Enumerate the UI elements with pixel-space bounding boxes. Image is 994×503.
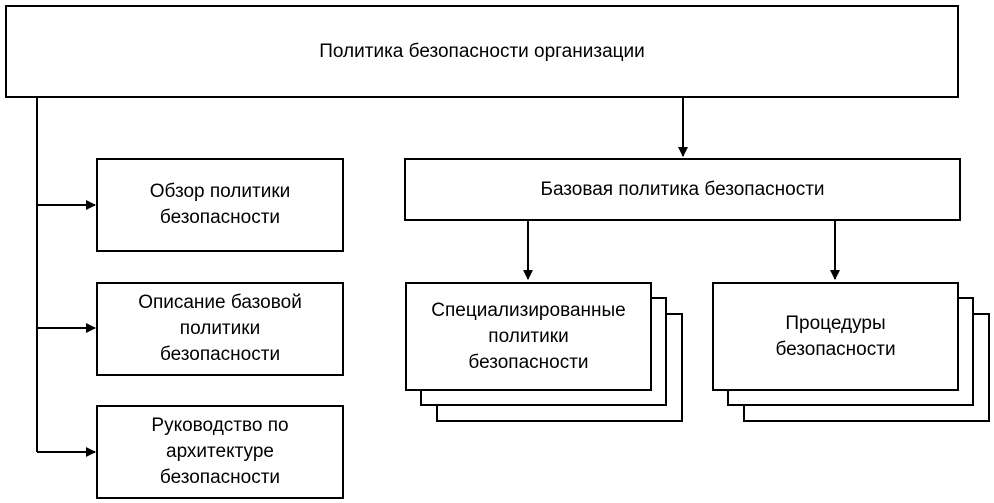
specialized-policies-box: Специализированные политики безопасности: [405, 282, 652, 391]
org-security-policy-box: Политика безопасности организации: [5, 5, 959, 98]
security-procedures-box: Процедуры безопасности: [712, 282, 959, 391]
base-policy-description-label: Описание базовой политики безопасности: [138, 292, 302, 365]
org-security-policy-label: Политика безопасности организации: [319, 40, 645, 62]
security-procedures-label: Процедуры безопасности: [775, 312, 896, 360]
specialized-policies-label: Специализированные политики безопасности: [431, 299, 626, 373]
base-security-policy-box: Базовая политика безопасности: [404, 158, 961, 221]
base-policy-description-box: Описание базовой политики безопасности: [96, 282, 344, 376]
policy-overview-box: Обзор политики безопасности: [96, 158, 344, 252]
security-architecture-guide-box: Руководство по архитектуре безопасности: [96, 405, 344, 499]
security-architecture-guide-label: Руководство по архитектуре безопасности: [151, 415, 289, 488]
policy-overview-label: Обзор политики безопасности: [149, 181, 291, 228]
base-security-policy-label: Базовая политика безопасности: [540, 178, 825, 200]
